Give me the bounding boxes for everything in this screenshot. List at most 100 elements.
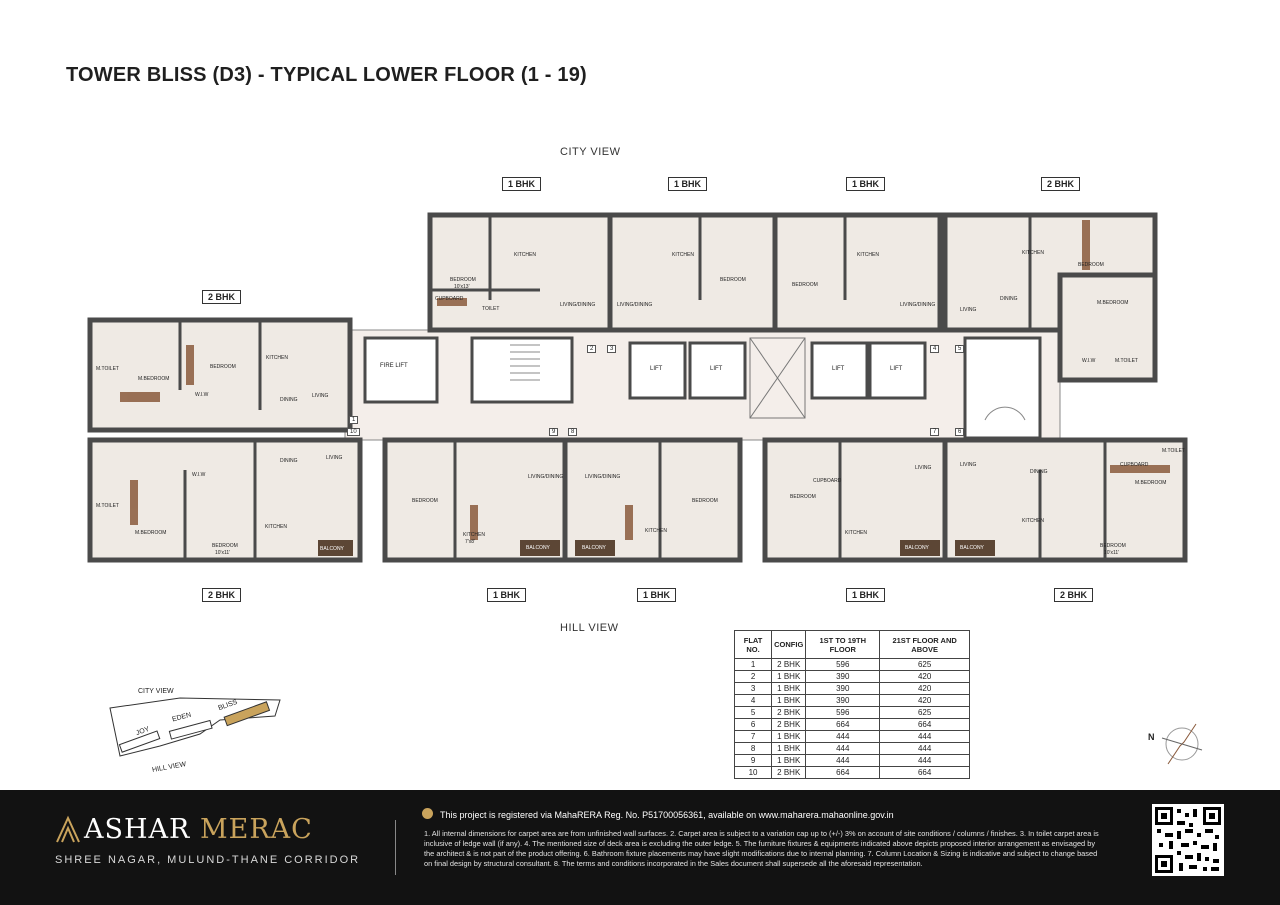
room-label: BEDROOM — [1078, 262, 1104, 268]
room-label: KITCHEN — [463, 532, 485, 538]
config-tag-flat-5: 2 BHK — [1041, 177, 1081, 191]
table-cell: 444 — [805, 754, 881, 767]
room-label: BALCONY — [905, 545, 929, 551]
room-label: M.TOILET — [1115, 358, 1138, 364]
room-label: W.I.W — [1082, 358, 1096, 364]
table-cell: 2 — [733, 670, 773, 683]
config-tag-flat-10: 2 BHK — [202, 588, 242, 602]
room-label: BALCONY — [320, 546, 344, 552]
table-cell: 2 BHK — [771, 718, 807, 731]
room-label: LIVING — [915, 465, 932, 471]
config-tag-flat-6: 2 BHK — [1054, 588, 1094, 602]
config-tag-flat-8: 1 BHK — [637, 588, 677, 602]
room-label: LIVING — [960, 462, 977, 468]
room-label: 10'x11' — [215, 550, 231, 556]
table-header: 21ST FLOOR AND ABOVE — [879, 630, 970, 659]
flat-4 — [772, 212, 943, 333]
table-cell: 390 — [805, 670, 881, 683]
footer-bar: ASHAR MERAC SHREE NAGAR, MULUND-THANE CO… — [0, 790, 1280, 905]
table-cell: 3 — [733, 682, 773, 695]
lift-1 — [628, 341, 687, 400]
brand-logo-icon — [56, 815, 80, 843]
shaft-void — [749, 337, 806, 419]
brand-name: ASHAR MERAC — [84, 814, 313, 845]
config-tag-flat-9: 1 BHK — [487, 588, 527, 602]
compass-icon: N — [1148, 714, 1208, 774]
table-cell: 444 — [805, 742, 881, 755]
table-header: 1ST TO 19TH FLOOR — [805, 630, 881, 659]
room-label: BALCONY — [960, 545, 984, 551]
lift-4-label: LIFT — [890, 366, 903, 372]
room-label: CUPBOARD — [813, 478, 842, 484]
room-label: BEDROOM — [210, 364, 236, 370]
brand-accent: MERAC — [199, 814, 313, 845]
lift-3 — [810, 341, 869, 400]
flat-number-9: 9 — [549, 428, 559, 436]
room-label: 10'x13' — [454, 284, 470, 290]
table-header: CONFIG — [771, 630, 807, 659]
table-cell: 4 — [733, 694, 773, 707]
table-cell: 444 — [879, 754, 970, 767]
table-cell: 5 — [733, 706, 773, 719]
table-cell: 1 BHK — [771, 754, 807, 767]
room-label: BEDROOM — [1100, 543, 1126, 549]
flat-2 — [427, 212, 613, 333]
room-label: KITCHEN — [645, 528, 667, 534]
flat-number-5: 5 — [955, 345, 965, 353]
room-label: M.BEDROOM — [135, 530, 167, 536]
room-label: DINING — [1000, 296, 1018, 302]
room-label: LIVING/DINING — [585, 474, 621, 480]
room-label: M.TOILET — [1162, 448, 1185, 454]
room-label: DINING — [1030, 469, 1048, 475]
table-cell: 1 BHK — [771, 742, 807, 755]
room-label: KITCHEN — [514, 252, 536, 258]
flat-6 — [942, 437, 1188, 563]
table-cell: 596 — [805, 706, 881, 719]
table-cell: 420 — [879, 670, 970, 683]
room-label: DINING — [280, 458, 298, 464]
table-cell: 1 BHK — [771, 694, 807, 707]
fire-lift-label: FIRE LIFT — [380, 363, 408, 369]
room-label: KITCHEN — [1022, 250, 1044, 256]
config-tag-flat-3: 1 BHK — [668, 177, 708, 191]
brand-tagline: SHREE NAGAR, MULUND-THANE CORRIDOR — [55, 854, 361, 866]
flat-number-2: 2 — [587, 345, 597, 353]
room-label: KITCHEN — [265, 524, 287, 530]
flat-number-7: 7 — [930, 428, 940, 436]
flat-number-8: 8 — [568, 428, 578, 436]
rera-registration-text: This project is registered via MahaRERA … — [440, 810, 894, 820]
config-tag-flat-1: 2 BHK — [202, 290, 242, 304]
staircase-right — [963, 336, 1042, 440]
config-tag-flat-2: 1 BHK — [502, 177, 542, 191]
table-cell: 444 — [805, 730, 881, 743]
flat-area-table: FLAT NO. CONFIG 1ST TO 19TH FLOOR 21ST F… — [733, 630, 970, 779]
config-tag-flat-7: 1 BHK — [846, 588, 886, 602]
qr-code-icon — [1152, 804, 1224, 876]
room-label: CUPBOARD — [435, 296, 464, 302]
flat-number-3: 3 — [607, 345, 617, 353]
table-cell: 6 — [733, 718, 773, 731]
fire-lift-shaft — [363, 336, 439, 404]
table-cell: 2 BHK — [771, 766, 807, 779]
room-label: LIVING — [312, 393, 329, 399]
table-cell: 596 — [805, 658, 881, 671]
room-label: LIVING/DINING — [528, 474, 564, 480]
lift-2 — [688, 341, 747, 400]
room-label: LIVING — [326, 455, 343, 461]
room-label: BEDROOM — [792, 282, 818, 288]
staircase-left — [470, 336, 574, 404]
footer-divider — [395, 820, 396, 875]
room-label: BEDROOM — [412, 498, 438, 504]
room-label: BALCONY — [526, 545, 550, 551]
table-cell: 1 — [733, 658, 773, 671]
table-cell: 625 — [879, 706, 970, 719]
table-cell: 420 — [879, 682, 970, 695]
